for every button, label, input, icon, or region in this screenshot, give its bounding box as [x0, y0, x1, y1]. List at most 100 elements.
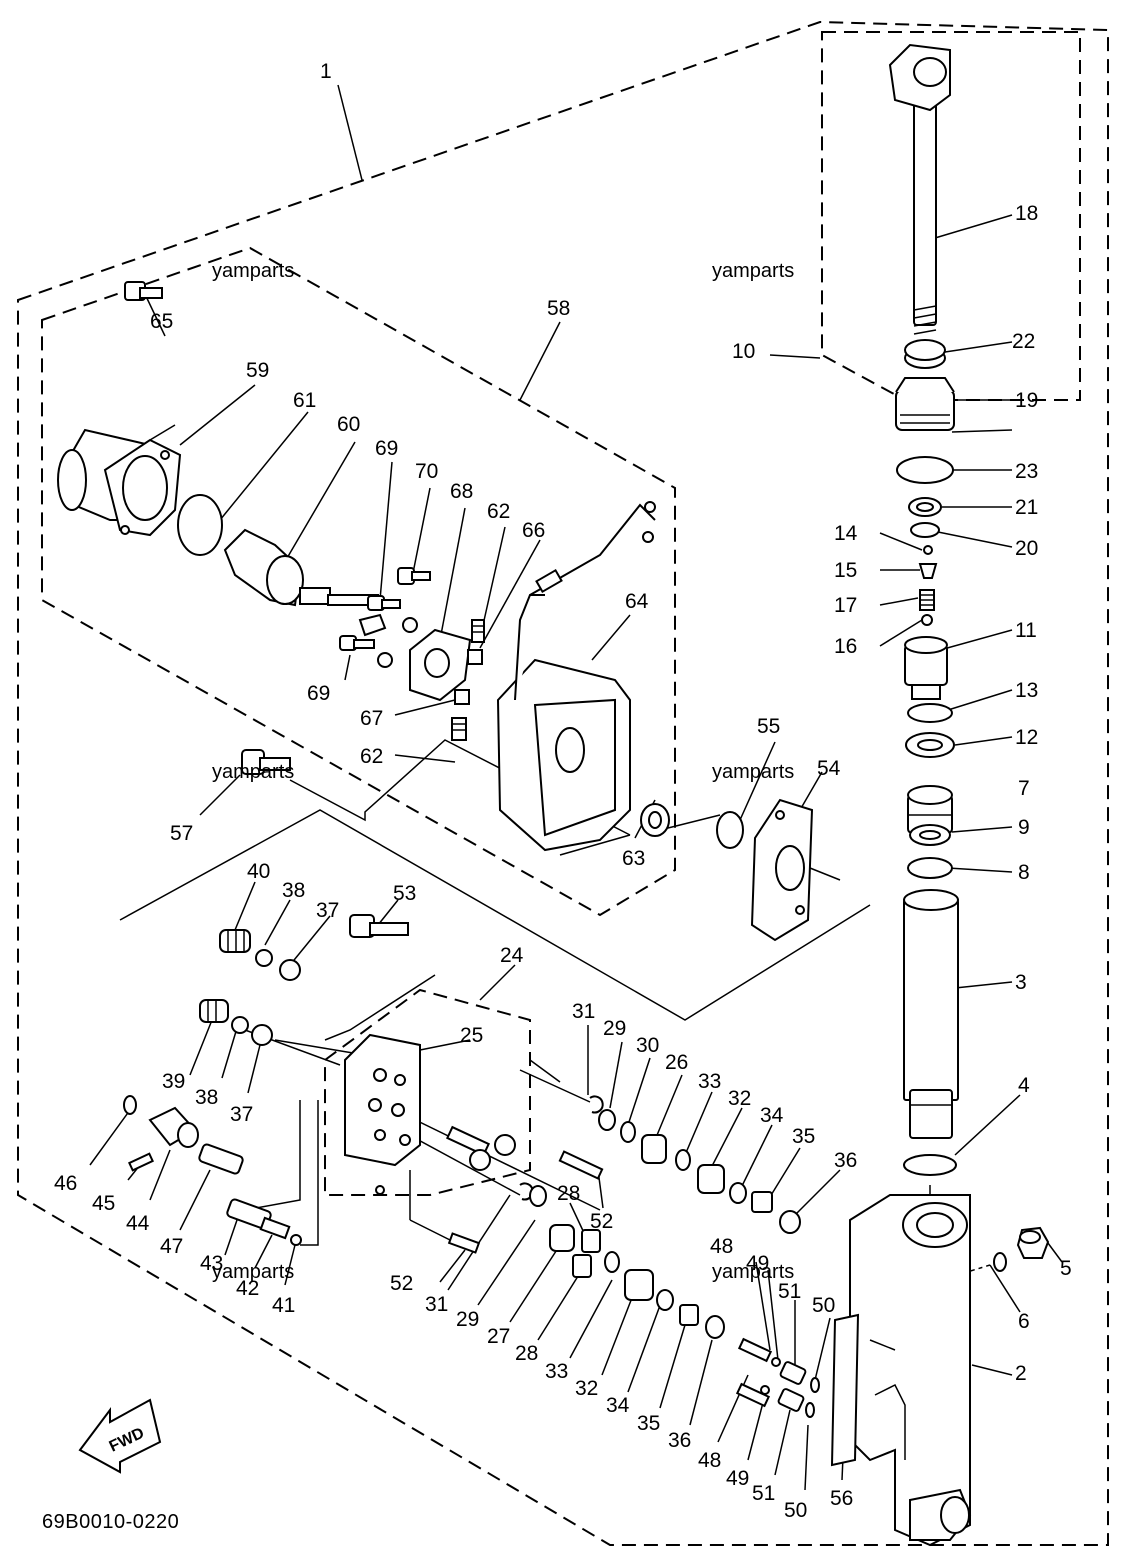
callout: 68: [450, 480, 473, 503]
motor-yoke-59: [57, 428, 182, 537]
callout: 26: [665, 1051, 688, 1074]
brush-67: [454, 689, 470, 705]
motor-cover-64: [496, 501, 656, 852]
assembly-24-outline: [324, 988, 531, 1196]
screw-70: [397, 567, 431, 585]
seal-21: [908, 497, 942, 517]
callout: 47: [160, 1235, 183, 1258]
callout: 49: [746, 1252, 769, 1275]
callout: 54: [817, 757, 841, 780]
callout: 70: [415, 460, 438, 483]
watermark: yamparts: [712, 260, 794, 282]
bolt-53: [349, 914, 409, 938]
callout: 48: [710, 1235, 733, 1258]
callout: 9: [1018, 816, 1030, 839]
callout: 17: [834, 594, 857, 617]
callout: 39: [162, 1070, 185, 1093]
brush-66: [467, 649, 483, 665]
callout: 3: [1015, 971, 1027, 994]
callout: 69: [375, 437, 398, 460]
o-ring-61: [177, 494, 223, 556]
ball-38-lower: [231, 1016, 249, 1034]
callout: 28: [557, 1182, 580, 1205]
callout: 53: [393, 882, 416, 905]
check-in-24-b: [469, 1149, 491, 1171]
watermark: yamparts: [712, 761, 794, 783]
watermark: yamparts: [712, 1261, 794, 1283]
callout: 11: [1015, 619, 1037, 642]
manifold-25: [344, 1033, 421, 1167]
pin-in-24: [446, 1125, 490, 1157]
piston-11: [904, 636, 948, 700]
spring-17: [919, 589, 935, 611]
gasket-54: [750, 798, 814, 942]
callout: 5: [1060, 1257, 1072, 1280]
callout: 38: [282, 879, 305, 902]
o-ring-8: [907, 857, 953, 879]
brush-holder-68: [377, 617, 472, 702]
callout: 1: [320, 60, 332, 83]
callout: 4: [1018, 1074, 1030, 1097]
bushing-63: [640, 803, 670, 837]
leader-lines: [89, 84, 1063, 1491]
callout: 35: [792, 1125, 815, 1148]
callout: 16: [834, 635, 857, 658]
callout: 27: [487, 1325, 510, 1348]
check-in-24-a: [494, 1134, 516, 1156]
brush-62-lower: [451, 717, 467, 741]
callout: 50: [812, 1294, 835, 1317]
plug-5: [1016, 1226, 1050, 1259]
tilt-rod-18: [888, 43, 951, 335]
callout: 13: [1015, 679, 1038, 702]
callout: 10: [732, 340, 755, 363]
callout: 67: [360, 707, 383, 730]
cylinder-cap-19: [895, 377, 955, 431]
callout: 37: [230, 1103, 253, 1126]
callout: 64: [625, 590, 649, 613]
ball-38-upper: [255, 949, 273, 967]
callout: 46: [54, 1172, 77, 1195]
callout: 2: [1015, 1362, 1027, 1385]
callout: 23: [1015, 460, 1038, 483]
callout: 62: [487, 500, 510, 523]
callout: 52: [390, 1272, 413, 1295]
spring-39: [199, 999, 229, 1023]
bottom-right-small-parts: [735, 1337, 820, 1418]
callout: 56: [830, 1487, 853, 1510]
callout: 18: [1015, 202, 1038, 225]
pin-52-upper: [558, 1150, 604, 1180]
ball-14: [923, 545, 933, 555]
bolt-57: [241, 749, 291, 775]
upper-check-stack: [589, 1095, 801, 1234]
watermark: yamparts: [212, 761, 294, 783]
armature-60: [223, 528, 387, 637]
callout: 57: [170, 822, 193, 845]
callout: 38: [195, 1086, 218, 1109]
brush-62-upper: [471, 619, 485, 643]
plate-56: [830, 1313, 860, 1467]
callout: 29: [603, 1017, 626, 1040]
seat-37-lower: [251, 1024, 273, 1046]
o-ring-4: [903, 1154, 957, 1176]
callout: 15: [834, 559, 857, 582]
callout: 65: [150, 310, 173, 333]
callout: 59: [246, 359, 269, 382]
callout: 29: [456, 1308, 479, 1331]
callout: 34: [606, 1394, 630, 1417]
callout: 63: [622, 847, 645, 870]
callout: 7: [1018, 777, 1030, 800]
seal-22: [904, 339, 946, 369]
callout: 44: [126, 1212, 150, 1235]
tilt-cylinder-3: [903, 889, 959, 1139]
screw-69-lower: [339, 635, 375, 651]
callout: 32: [575, 1377, 598, 1400]
callout: 19: [1015, 389, 1038, 412]
callout-numbers: 1 18 10 22 19 23 21 14 20 15 17 11 16 13…: [54, 60, 1072, 1522]
callout: 31: [572, 1000, 595, 1023]
callout: 24: [500, 944, 524, 967]
callout: 50: [784, 1499, 807, 1522]
callout: 31: [425, 1293, 448, 1316]
callout: 66: [522, 519, 545, 542]
assembly-1-outline: [17, 20, 1109, 1546]
